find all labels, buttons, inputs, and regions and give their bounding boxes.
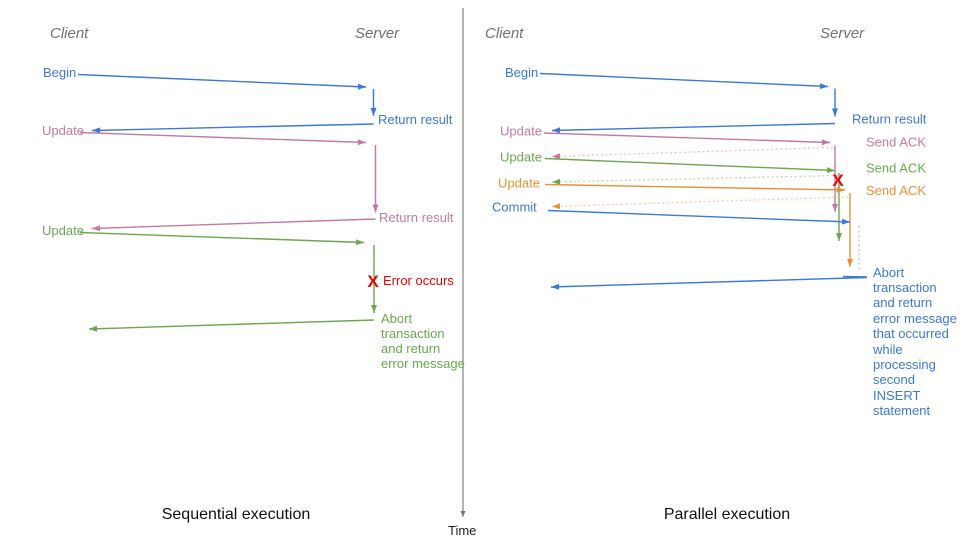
- left-update-1-request-arrow: [79, 131, 367, 146]
- left-update-1-response-arrow: [91, 218, 376, 232]
- right-begin-label: Begin: [505, 65, 538, 80]
- left-update-1-label: Update: [42, 123, 84, 138]
- right-update-3-request-arrow: [544, 183, 846, 193]
- left-abort-line-1: Abort: [381, 311, 412, 326]
- right-abort-line-2: transaction: [873, 280, 937, 295]
- right-abort-server-tick: [842, 275, 868, 278]
- left-update-2-request-arrow: [79, 231, 365, 246]
- right-update-3-label: Update: [498, 176, 540, 191]
- right-diagram: Client Server Begin Return result Update…: [485, 25, 957, 523]
- right-server-header: Server: [820, 25, 865, 42]
- right-update-2-label: Update: [500, 150, 542, 165]
- right-return-result-label: Return result: [852, 112, 927, 127]
- time-axis-label: Time: [448, 523, 476, 538]
- left-server-header: Server: [355, 25, 400, 42]
- left-return-result-2-label: Return result: [379, 210, 454, 225]
- left-caption: Sequential execution: [162, 506, 311, 523]
- right-update-2-request-arrow: [544, 157, 836, 174]
- left-diagram: Client Server Begin Return result Update…: [42, 25, 465, 523]
- right-abort-line-10: statement: [873, 403, 930, 418]
- right-error-x-mark: X: [832, 171, 844, 190]
- right-abort-line-8: second: [873, 372, 915, 387]
- left-begin-request-arrow: [77, 73, 367, 90]
- right-begin-response-arrow: [551, 122, 836, 134]
- right-client-header: Client: [485, 25, 524, 42]
- left-return-result-1-label: Return result: [378, 112, 453, 127]
- left-abort-line-2: transaction: [381, 326, 445, 341]
- left-abort-response-arrow: [88, 319, 375, 332]
- right-send-ack-3-label: Send ACK: [866, 183, 926, 198]
- right-update-1-label: Update: [500, 124, 542, 139]
- left-client-header: Client: [50, 25, 89, 42]
- right-abort-line-1: Abort: [873, 265, 904, 280]
- left-abort-line-3: and return: [381, 341, 440, 356]
- right-update-1-request-arrow: [543, 132, 831, 146]
- right-commit-label: Commit: [492, 200, 537, 215]
- left-begin-label: Begin: [43, 65, 76, 80]
- left-error-occurs-label: Error occurs: [383, 273, 454, 288]
- right-abort-line-3: and return: [873, 295, 932, 310]
- right-abort-response-arrow: [550, 276, 868, 290]
- left-update-2-label: Update: [42, 223, 84, 238]
- left-error-x-mark: X: [367, 272, 379, 291]
- right-abort-line-4: error message: [873, 311, 957, 326]
- right-ack-1-response-arrow: [551, 146, 834, 160]
- right-begin-request-arrow: [539, 72, 829, 90]
- right-send-ack-2-label: Send ACK: [866, 161, 926, 176]
- left-abort-line-4: error message: [381, 356, 465, 371]
- right-ack-2-response-arrow: [551, 174, 839, 185]
- right-caption: Parallel execution: [664, 506, 790, 523]
- left-begin-response-arrow: [91, 123, 374, 134]
- right-abort-line-7: processing: [873, 357, 936, 372]
- right-abort-line-5: that occurred: [873, 326, 949, 341]
- right-send-ack-1-label: Send ACK: [866, 135, 926, 150]
- right-abort-line-6: while: [872, 342, 903, 357]
- right-abort-line-9: INSERT: [873, 388, 920, 403]
- right-ack-3-response-arrow: [551, 196, 849, 210]
- right-commit-request-arrow: [547, 209, 851, 225]
